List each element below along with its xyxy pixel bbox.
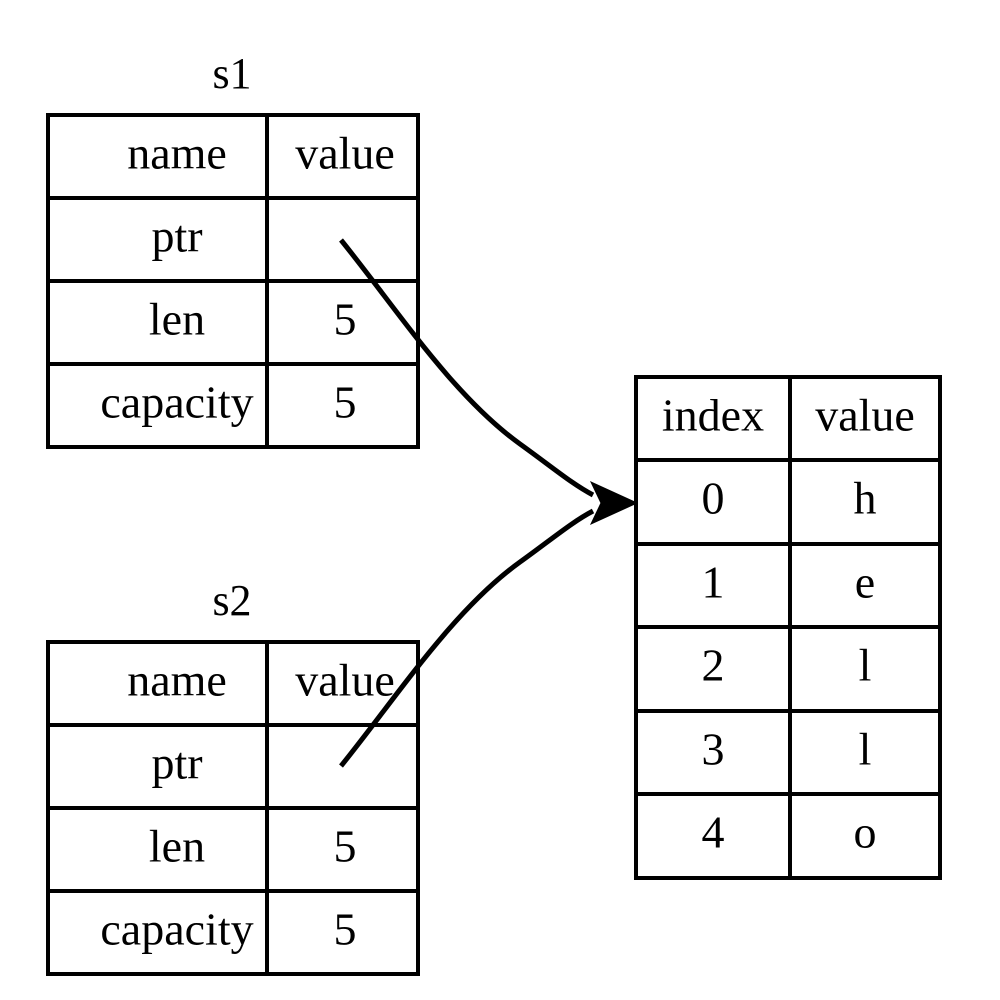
buffer-row-0-index-label: 0 xyxy=(702,473,725,524)
buffer-header-index-label: index xyxy=(662,390,764,441)
s2-row-len-value-cell xyxy=(265,806,420,893)
edge-s1-ptr-to-buffer xyxy=(339,238,595,498)
edge-arrowhead-icon xyxy=(589,480,639,526)
s2-row-len-name-label: len xyxy=(149,821,205,872)
s2-header-name-label: name xyxy=(127,655,227,706)
s1-row-capacity-name-label: capacity xyxy=(100,377,253,428)
s1-row-ptr-name-label: ptr xyxy=(151,211,202,262)
s2-row-capacity-name-cell xyxy=(46,889,269,976)
buffer-row-4-value-label: o xyxy=(854,807,877,858)
buffer-row-3-value-label: l xyxy=(859,724,872,775)
node-s2-title: s2 xyxy=(212,576,251,625)
buffer-row-1-index-label: 1 xyxy=(702,557,725,608)
buffer-row-4-index-cell xyxy=(634,792,792,880)
buffer-row-2-index-label: 2 xyxy=(702,640,725,691)
node-s2[interactable]: s2 name value ptr len 5 capacity 5 xyxy=(46,576,420,976)
s1-row-capacity-value-label: 5 xyxy=(334,377,357,428)
s2-header-value-cell xyxy=(265,640,420,727)
s1-header-value-label: value xyxy=(295,128,395,179)
buffer-row-4-value-cell xyxy=(788,792,942,880)
buffer-row-1-index-cell xyxy=(634,542,792,629)
buffer-row-0-value-cell xyxy=(788,458,942,546)
buffer-row-0-value-label: h xyxy=(854,473,877,524)
s1-row-len-name-label: len xyxy=(149,294,205,345)
s2-row-ptr-name-label: ptr xyxy=(151,738,202,789)
s1-header-value-cell xyxy=(265,113,420,200)
s2-header-value-label: value xyxy=(295,655,395,706)
buffer-row-1-value-label: e xyxy=(855,557,875,608)
s2-row-ptr-name-cell xyxy=(46,723,269,810)
buffer-row-3-index-label: 3 xyxy=(702,724,725,775)
s2-row-capacity-value-cell xyxy=(265,889,420,976)
edge-s2-ptr-to-buffer xyxy=(339,508,595,768)
s1-row-capacity-name-cell xyxy=(46,362,269,449)
buffer-row-4-index-label: 4 xyxy=(702,807,725,858)
s2-row-capacity-value-label: 5 xyxy=(334,904,357,955)
buffer-header-value-label: value xyxy=(815,390,915,441)
node-s1[interactable]: s1 name value ptr len 5 capacity 5 xyxy=(46,49,420,449)
s1-row-capacity-value-cell xyxy=(265,362,420,449)
node-buffer[interactable]: index value 0 h 1 e 2 l 3 l 4 o xyxy=(634,375,942,880)
buffer-row-2-value-label: l xyxy=(859,640,872,691)
node-s1-title: s1 xyxy=(212,49,251,98)
s1-header-name-label: name xyxy=(127,128,227,179)
edge-s1-ptr-curve xyxy=(339,238,595,498)
s2-row-capacity-name-label: capacity xyxy=(100,904,253,955)
s1-row-len-value-label: 5 xyxy=(334,294,357,345)
edge-s2-ptr-curve xyxy=(339,508,595,768)
s2-row-len-value-label: 5 xyxy=(334,821,357,872)
